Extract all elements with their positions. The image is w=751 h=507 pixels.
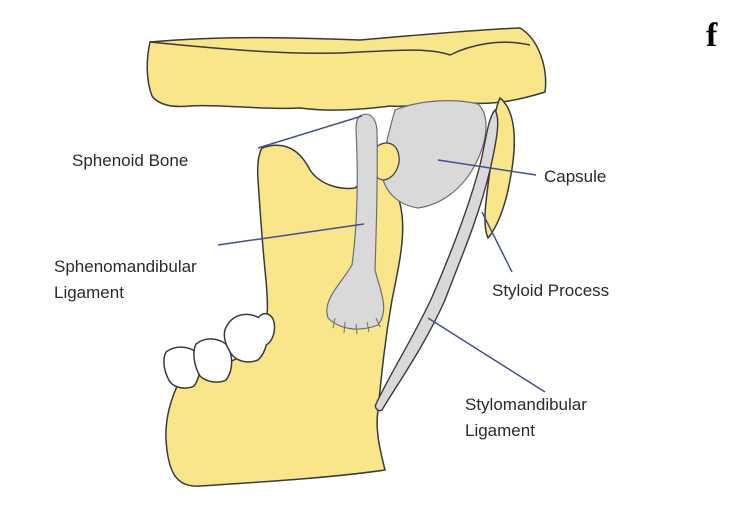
leader-lines <box>217 115 546 393</box>
label-stylomandibular-line1: Stylomandibular <box>465 395 587 414</box>
label-sphenomandibular-line1: Sphenomandibular <box>54 257 197 276</box>
temporal-bone-band <box>146 27 547 111</box>
teeth-group <box>163 312 276 389</box>
label-sphenoid-bone: Sphenoid Bone <box>72 151 188 170</box>
leader-sphenoid-bone <box>257 115 363 149</box>
leader-styloid-process <box>481 211 513 273</box>
stylomandibular-ligament-shape <box>374 108 499 412</box>
tooth-3 <box>223 313 268 363</box>
tooth-2 <box>193 338 233 383</box>
temporal-bone-ridge <box>149 41 531 56</box>
tooth-4-partial <box>257 312 276 346</box>
leader-capsule <box>437 159 537 176</box>
label-styloid-process: Styloid Process <box>492 281 609 300</box>
panel-letter: f <box>706 17 718 54</box>
ligament-fibres <box>332 317 381 335</box>
leader-sphenomandibular <box>217 223 365 246</box>
label-stylomandibular-line2: Ligament <box>465 421 535 440</box>
sphenomandibular-ligament-shape <box>326 113 385 330</box>
tooth-1 <box>163 346 201 389</box>
label-sphenomandibular-line2: Ligament <box>54 283 124 302</box>
label-capsule: Capsule <box>544 167 606 186</box>
leader-stylomandibular <box>427 317 546 393</box>
